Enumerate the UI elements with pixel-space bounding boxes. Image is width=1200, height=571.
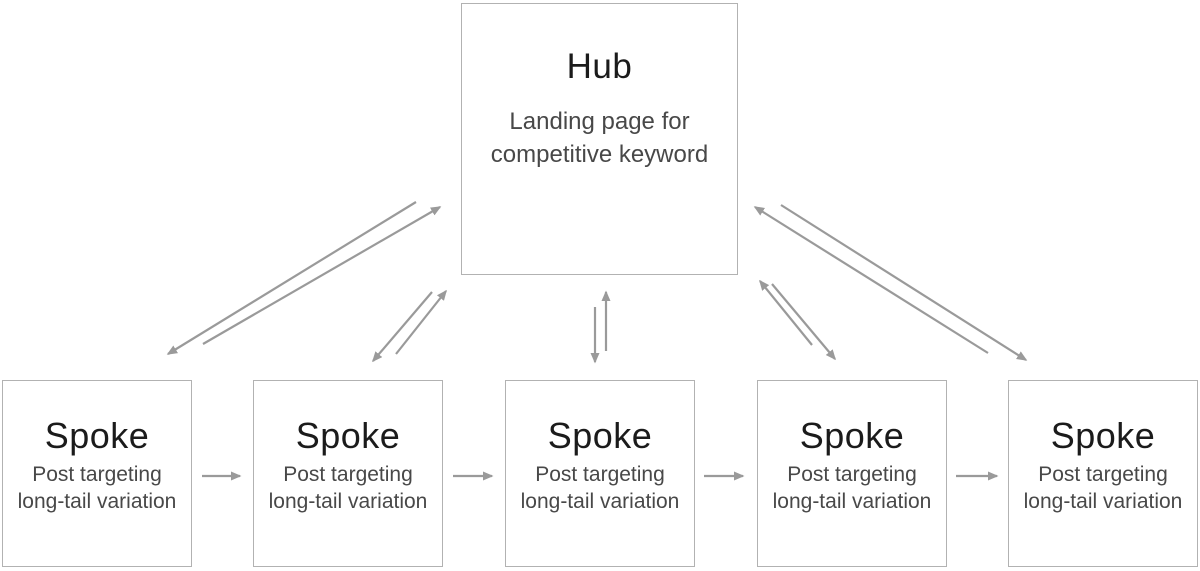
spoke-title: Spoke — [295, 415, 401, 456]
spoke-subtitle: Post targeting long-tail variation — [268, 463, 428, 513]
hub-box: Hub Landing page for competitive keyword — [461, 3, 738, 275]
arrow-hub-to-spoke-1 — [166, 201, 417, 355]
spoke-box-3: Spoke Post targeting long-tail variation — [505, 380, 695, 567]
arrow-spoke-1-to-hub — [202, 206, 442, 345]
spoke-title: Spoke — [44, 415, 150, 456]
arrow-spoke-2-to-hub — [395, 289, 447, 355]
spoke-title: Spoke — [799, 415, 905, 456]
arrow-hub-to-spoke-4 — [771, 283, 836, 361]
arrow-hub-to-spoke-5 — [780, 204, 1028, 361]
spoke-box-1: Spoke Post targeting long-tail variation — [2, 380, 192, 567]
arrow-spoke-5-to-hub — [753, 206, 989, 354]
spoke-subtitle: Post targeting long-tail variation — [17, 463, 177, 513]
spoke-title: Spoke — [1050, 415, 1156, 456]
spoke-box-4: Spoke Post targeting long-tail variation — [757, 380, 947, 567]
spoke-subtitle: Post targeting long-tail variation — [1023, 463, 1183, 513]
hub-title: Hub — [566, 47, 633, 86]
arrow-hub-to-spoke-2 — [372, 291, 433, 363]
spoke-box-2: Spoke Post targeting long-tail variation — [253, 380, 443, 567]
spoke-subtitle: Post targeting long-tail variation — [520, 463, 680, 513]
arrow-spoke-4-to-hub — [759, 279, 813, 346]
hub-subtitle: Landing page for competitive keyword — [490, 108, 709, 168]
spoke-subtitle: Post targeting long-tail variation — [772, 463, 932, 513]
spoke-box-5: Spoke Post targeting long-tail variation — [1008, 380, 1198, 567]
spoke-title: Spoke — [547, 415, 653, 456]
